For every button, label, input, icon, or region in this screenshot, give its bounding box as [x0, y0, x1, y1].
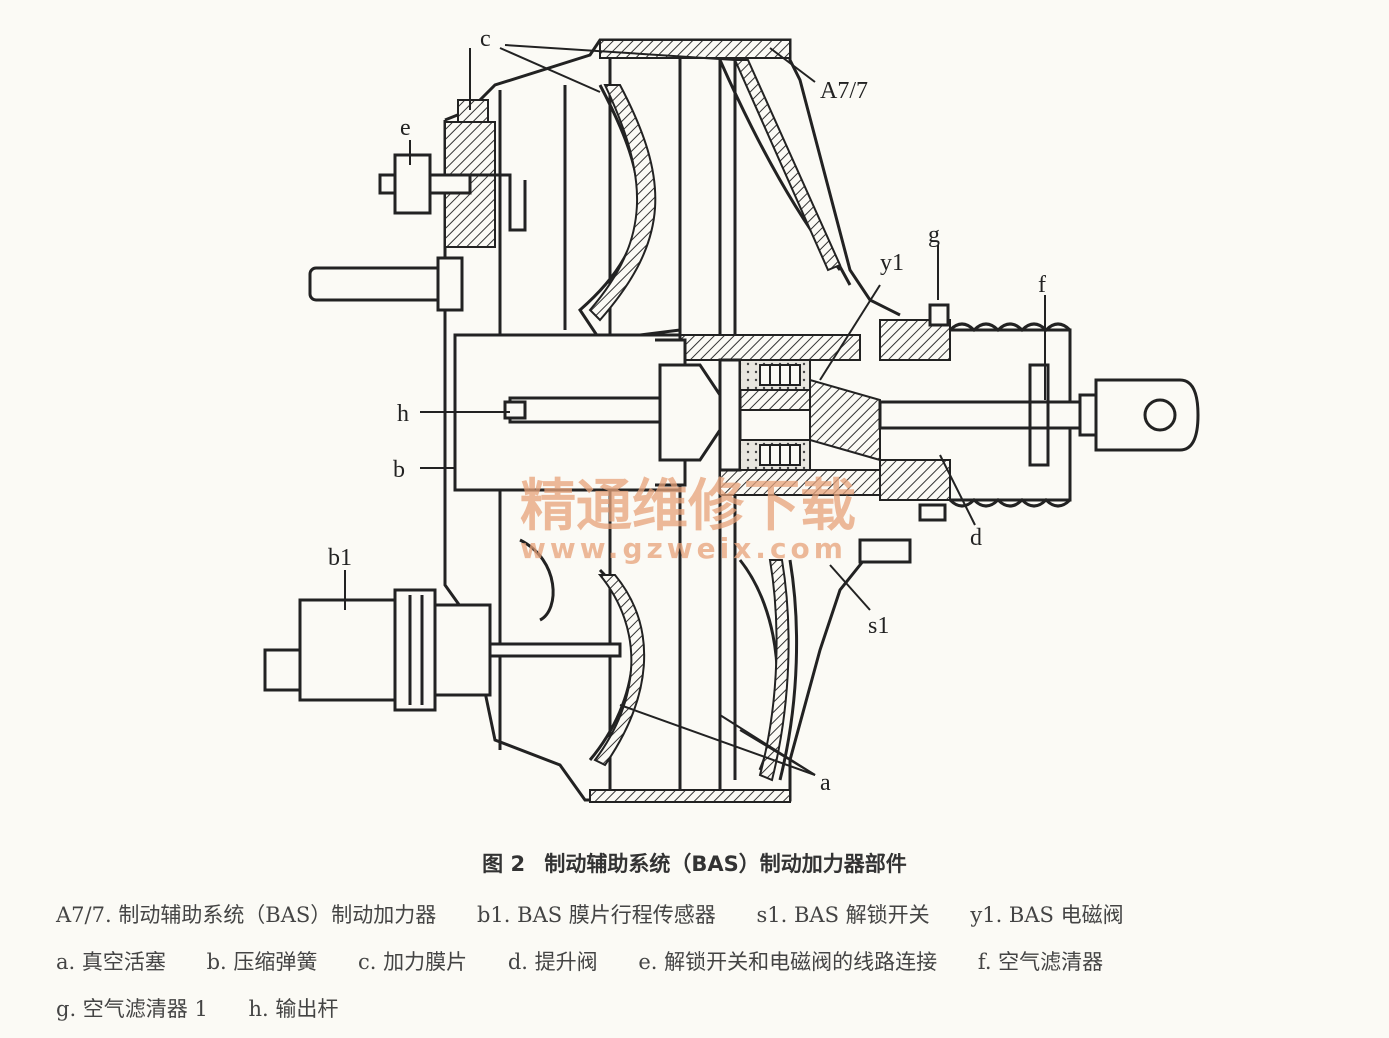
- lower-stud: [519, 538, 912, 622]
- legend-item: s1. BAS 解锁开关: [756, 903, 930, 927]
- legend-item: b. 压缩弹簧: [206, 950, 318, 974]
- watermark-title: 精通维修下载: [520, 474, 856, 539]
- figure-number: 图 2: [482, 852, 526, 876]
- legend-line-3: g. 空气滤清器 1 h. 输出杆: [56, 986, 1376, 1033]
- watermark: 精通维修下载 www.gzweix.com: [520, 474, 856, 565]
- legend-item: d. 提升阀: [507, 950, 598, 974]
- legend-item: A7/7. 制动辅助系统（BAS）制动加力器: [56, 903, 437, 927]
- label-s1: s1: [868, 613, 889, 639]
- legend-line-1: A7/7. 制动辅助系统（BAS）制动加力器 b1. BAS 膜片行程传感器 s…: [56, 892, 1376, 939]
- watermark-url: www.gzweix.com: [520, 532, 847, 565]
- label-d: d: [970, 525, 982, 551]
- leader-lines: [344, 44, 1046, 776]
- legend-item: e. 解锁开关和电磁阀的线路连接: [638, 950, 938, 974]
- label-h: h: [397, 401, 409, 427]
- label-e: e: [400, 115, 411, 141]
- legend-item: a. 真空活塞: [56, 950, 166, 974]
- figure-caption: 图 2 制动辅助系统（BAS）制动加力器部件: [0, 848, 1389, 878]
- part-labels: c A7/7 e g y1 f h b d b1 s1 a: [328, 26, 1046, 796]
- diaphragm-travel-sensor: [263, 588, 622, 712]
- legend: A7/7. 制动辅助系统（BAS）制动加力器 b1. BAS 膜片行程传感器 s…: [56, 892, 1376, 1033]
- connector-e: [378, 153, 527, 232]
- hatched-sections: [444, 39, 951, 803]
- brake-booster-diagram: c A7/7 e g y1 f h b d b1 s1 a 精通维修下载 www…: [263, 26, 1200, 803]
- label-a77: A7/7: [820, 78, 868, 104]
- legend-item: c. 加力膜片: [358, 950, 468, 974]
- label-y1: y1: [880, 250, 904, 276]
- legend-item: f. 空气滤清器: [977, 950, 1104, 974]
- legend-item: h. 输出杆: [248, 997, 339, 1021]
- figure-title: 制动辅助系统（BAS）制动加力器部件: [544, 852, 907, 876]
- legend-item: y1. BAS 电磁阀: [970, 903, 1124, 927]
- label-f: f: [1038, 272, 1046, 298]
- label-g: g: [928, 222, 940, 248]
- input-rod-assembly: [878, 303, 1200, 522]
- label-b1: b1: [328, 545, 352, 571]
- mounting-stud: [308, 256, 464, 312]
- label-a: a: [820, 770, 831, 796]
- valve-body: [739, 359, 811, 471]
- label-b: b: [393, 457, 405, 483]
- legend-line-2: a. 真空活塞 b. 压缩弹簧 c. 加力膜片 d. 提升阀 e. 解锁开关和电…: [56, 939, 1376, 986]
- legend-item: b1. BAS 膜片行程传感器: [476, 903, 716, 927]
- label-c: c: [480, 26, 491, 52]
- legend-item: g. 空气滤清器 1: [56, 997, 208, 1021]
